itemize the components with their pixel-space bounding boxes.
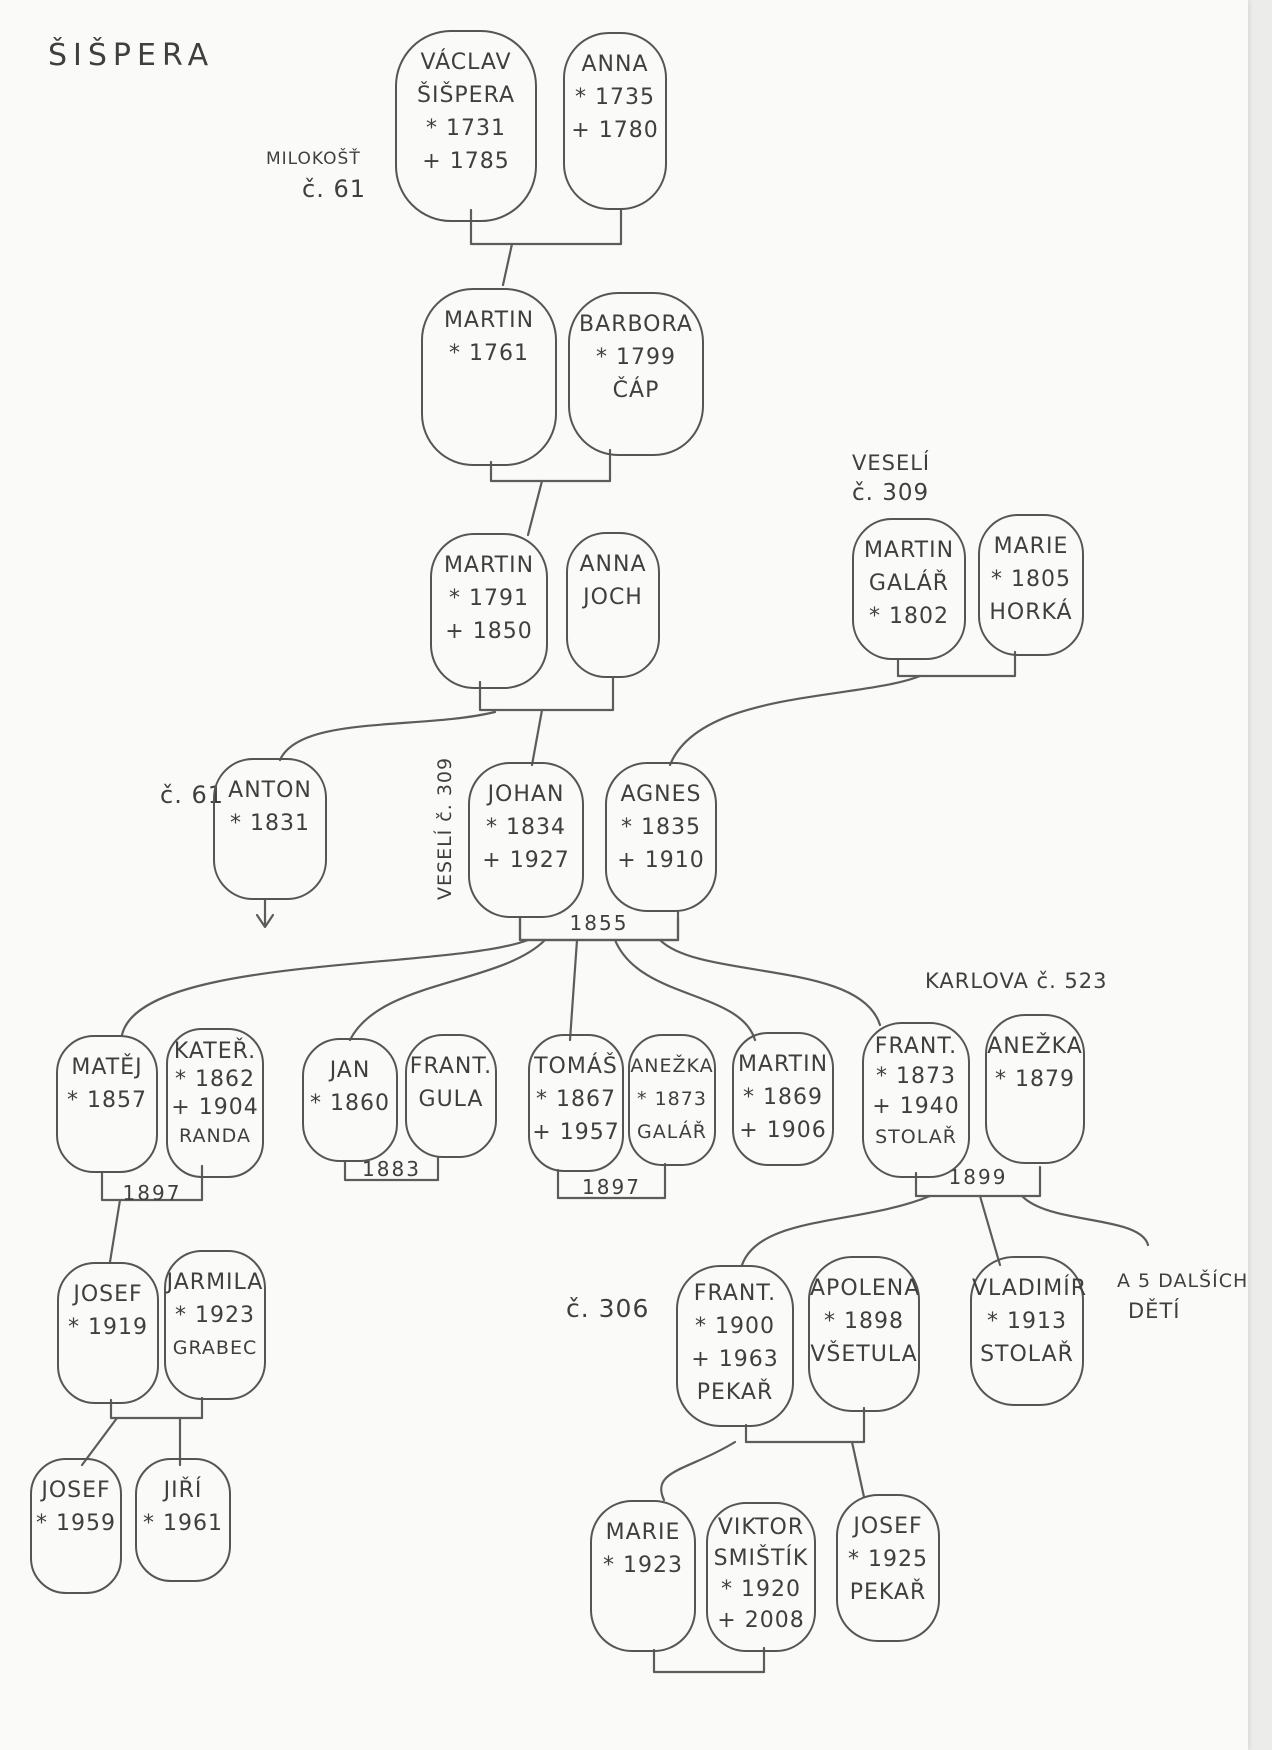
person-josef-1959: JOSEF* 1959 — [30, 1458, 122, 1594]
place-note: KARLOVA č. 523 — [925, 969, 1108, 993]
person-tomas: TOMÁŠ* 1867+ 1957 — [528, 1034, 624, 1172]
couple-bracket — [896, 650, 1017, 678]
couple-bracket — [100, 1164, 204, 1202]
person-martin-1761: MARTIN* 1761 — [421, 288, 557, 466]
person-jiri: JIŘÍ* 1961 — [135, 1458, 231, 1582]
descent-line — [120, 938, 530, 1037]
marriage-year: 1855 — [569, 911, 629, 935]
person-jan: JAN* 1860 — [302, 1038, 398, 1162]
note-more-children: A 5 DALŠÍCH — [1117, 1270, 1249, 1292]
place-note: č. 61 — [302, 175, 366, 203]
couple-bracket — [109, 1396, 204, 1420]
couple-bracket — [489, 448, 612, 483]
person-anna: ANNA* 1735+ 1780 — [563, 32, 667, 210]
person-anton: ANTON* 1831 — [213, 758, 327, 900]
descent-line — [978, 1194, 1002, 1267]
arrow-head — [255, 913, 275, 929]
descent-line — [740, 1194, 932, 1267]
couple-bracket — [556, 1162, 667, 1200]
place-note: č. 306 — [566, 1294, 650, 1323]
couple-bracket — [744, 1406, 866, 1444]
place-note: č. 61 — [160, 781, 224, 809]
descent-line — [658, 938, 882, 1027]
place-note: VESELÍ č. 309 — [434, 756, 456, 900]
descent-line — [1020, 1194, 1150, 1247]
person-agnes: AGNES* 1835+ 1910 — [605, 762, 717, 912]
person-josef-1919: JOSEF* 1919 — [57, 1262, 159, 1404]
person-martin-1869: MARTIN* 1869+ 1906 — [732, 1032, 834, 1166]
couple-bracket — [478, 676, 615, 712]
person-anezka-1879: ANEŽKA* 1879 — [985, 1014, 1085, 1164]
place-note: VESELÍ — [852, 451, 931, 475]
couple-bracket — [343, 1155, 440, 1182]
descent-line — [80, 1416, 119, 1467]
descent-line — [108, 1198, 122, 1264]
couple-bracket — [469, 208, 623, 246]
year-box — [518, 916, 680, 942]
place-note: MILOKOŠŤ — [266, 149, 361, 169]
place-note: č. 309 — [852, 480, 930, 506]
descent-line — [568, 938, 579, 1042]
couple-bracket — [914, 1165, 1042, 1198]
marriage-year: 1897 — [122, 1181, 182, 1205]
marriage-year: 1883 — [362, 1157, 421, 1181]
descent-line — [501, 242, 514, 287]
descent-line — [526, 479, 544, 537]
marriage-year: 1899 — [948, 1165, 1008, 1189]
person-martin-1791: MARTIN* 1791+ 1850 — [430, 533, 548, 689]
descent-line — [278, 710, 497, 762]
family-name-title: ŠIŠPERA — [48, 38, 215, 73]
person-frant-gula: FRANT.GULA — [405, 1034, 497, 1158]
marriage-year: 1897 — [582, 1175, 641, 1199]
note-more-children: DĚTÍ — [1128, 1299, 1181, 1323]
descent-line — [348, 938, 547, 1042]
couple-bracket — [652, 1646, 766, 1674]
descent-line — [668, 674, 922, 767]
descent-line — [660, 1440, 737, 1502]
person-marie-1923: MARIE* 1923 — [590, 1500, 696, 1652]
person-matej: MATĚJ* 1857 — [56, 1035, 158, 1173]
descent-line — [850, 1440, 866, 1499]
descent-line — [613, 938, 757, 1042]
person-johan: JOHAN* 1834+ 1927 — [468, 762, 584, 918]
descent-line — [530, 708, 544, 767]
